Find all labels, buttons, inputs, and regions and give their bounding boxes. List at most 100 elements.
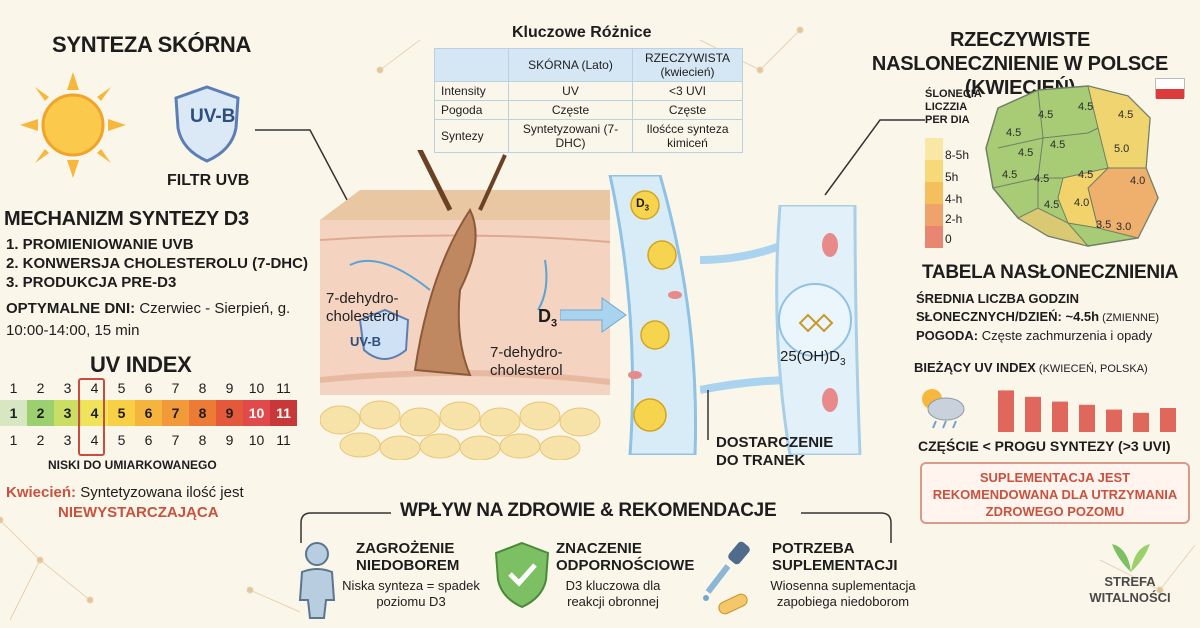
uv-number: 3: [63, 380, 72, 396]
table-header-cell: [434, 48, 509, 82]
dehydro-label-2: 7-dehydro-cholesterol: [490, 344, 563, 379]
sun-icon: [20, 72, 126, 178]
uv-current-title: BIEŻĄCY UV INDEX (KWIECEŃ, POLSKA): [914, 360, 1148, 375]
uv-number: 8: [198, 432, 207, 448]
weather-line: POGODA: Częste zachmurzenia i opady: [916, 327, 1196, 345]
uv-number: 2: [36, 380, 45, 396]
mechanism-step: 2. KONWERSJA CHOLESTEROLU (7-DHC): [6, 255, 308, 272]
table-title: Kluczowe Różnice: [512, 24, 652, 41]
map-region-value: 4.0: [1074, 197, 1089, 209]
sun-line-2-note: (ZMIENNE): [1099, 312, 1159, 324]
map-region-value: 4.5: [1018, 147, 1033, 159]
d3-bubble-sub: 3: [644, 203, 650, 213]
optimal-days: OPTYMALNE DNI: Czerwiec - Sierpień, g. 1…: [6, 298, 296, 342]
uv-bar: [1133, 412, 1149, 432]
brand-logo: STREFA WITALNOŚCI: [1085, 574, 1175, 606]
feature-title: ZAGROŻENIE NIEDOBOREM: [356, 540, 460, 574]
uv-scale-cell: 1: [0, 400, 27, 426]
d3-bubble-text: D: [636, 196, 645, 210]
brand-line-1: STREFA: [1104, 574, 1156, 589]
april-label: Kwiecień:: [6, 484, 77, 501]
arrow-right-icon: [560, 297, 627, 333]
uv-bar: [998, 390, 1014, 432]
uv-bar: [1160, 408, 1176, 432]
map-region-value: 4.5: [1002, 169, 1017, 181]
map-region-value: 4.0: [1130, 175, 1145, 187]
sun-line-2: SŁONECZNYCH/DZIEŃ: ~4.5h (ZMIENNE): [916, 308, 1196, 327]
legend-label: 4-h: [945, 192, 963, 206]
uv-number: 4: [90, 432, 99, 448]
uv-number: 1: [9, 432, 18, 448]
table-row: Pogoda Częste Częste: [434, 100, 743, 120]
uv-number: 8: [198, 380, 207, 396]
uv-scale-cell: 10: [243, 400, 270, 426]
d3-sub: 3: [551, 317, 558, 330]
uv-number: 5: [117, 432, 126, 448]
brand-leaf-icon: [1112, 544, 1150, 572]
poland-map: [985, 85, 1159, 247]
legend-title: ŚLONECIA LICZZIA PER DIA: [925, 88, 982, 126]
d3-label: D3: [538, 306, 557, 330]
hydroxy-text: 25(OH)D: [780, 348, 841, 365]
deliver-label: DOSTARCZENIE DO TRANEK: [716, 434, 834, 469]
map-region-value: 4.5: [1078, 169, 1093, 181]
low-moderate-label: NISKI DO UMIARKOWANEGO: [48, 458, 217, 472]
map-region-value: 5.0: [1114, 143, 1129, 155]
uv-number: 2: [36, 432, 45, 448]
table-cell: Intensity: [434, 81, 509, 101]
table-cell: <3 UVI: [632, 81, 743, 101]
sun-line-2-label: SŁONECZNYCH/DZIEŃ:: [916, 309, 1066, 324]
feature-body: Wiosenna suplementacja zapobiega niedobo…: [770, 578, 916, 609]
uv-current-title-text: BIEŻĄCY UV INDEX: [914, 360, 1036, 375]
table-header-cell: RZECZYWISTA (kwiecień): [632, 48, 743, 82]
uv-scale-cell: 3: [54, 400, 81, 426]
dehydro-label-1: 7-dehydro-cholesterol: [326, 290, 399, 325]
uvb-shield-label: UV-B: [190, 106, 236, 127]
uv-number: 4: [90, 380, 99, 396]
table-cell: Pogoda: [434, 100, 509, 120]
connector-line-right: [824, 119, 925, 196]
feature-body: Niska synteza = spadek poziomu D3: [342, 578, 480, 609]
uvb-small-label: UV-B: [350, 334, 382, 349]
uv-scale-cell: 9: [216, 400, 243, 426]
uv-bar: [1079, 404, 1095, 432]
mechanism-step: 1. PROMIENIOWANIE UVB: [6, 236, 194, 253]
uv-bar: [1052, 401, 1068, 432]
hydroxy-label: 25(OH)D3: [780, 348, 846, 368]
uv-number: 5: [117, 380, 126, 396]
uv-number: 10: [248, 432, 265, 448]
blood-vessel: [608, 175, 698, 455]
bottom-bracket: [300, 512, 892, 543]
uv-number: 6: [144, 432, 153, 448]
map-region-value: 4.5: [1050, 139, 1065, 151]
uv-number: 10: [248, 380, 265, 396]
uv-bar: [1106, 409, 1122, 432]
uv-scale-cell: 7: [162, 400, 189, 426]
uv-scale-cell: 2: [27, 400, 54, 426]
uv-scale-cell: 6: [135, 400, 162, 426]
uv-bar-chart: [998, 390, 1176, 432]
uv-number: 7: [171, 380, 180, 396]
table-header-row: SKÓRNA (Lato) RZECZYWISTA (kwiecień): [434, 48, 743, 82]
sun-line-2-value: ~4.5h: [1065, 309, 1100, 324]
mechanism-step: 3. PRODUKCJA PRE-D3: [6, 274, 177, 291]
uvb-shield-icon: [174, 85, 240, 163]
skin-cross-section: [320, 150, 610, 460]
table-cell: Częste: [508, 100, 633, 120]
weather-text: Częste zachmurzenia i opady: [978, 328, 1153, 343]
shield-check-icon: [494, 541, 550, 609]
uv-number: 11: [276, 380, 291, 396]
table-cell: Ilośćce synteza kimiceń: [632, 119, 743, 153]
uv-bar: [1025, 396, 1041, 432]
optimal-days-label: OPTYMALNE DNI:: [6, 300, 136, 317]
legend-color-bar: [925, 138, 943, 248]
table-row: Intensity UV <3 UVI: [434, 81, 743, 101]
uv-scale-cell: 11: [270, 400, 297, 426]
map-region-value: 4.5: [1038, 109, 1053, 121]
table-row: Syntezy Syntetyzowani (7-DHC) Ilośćce sy…: [434, 119, 743, 153]
map-region-value: 3.0: [1116, 221, 1131, 233]
